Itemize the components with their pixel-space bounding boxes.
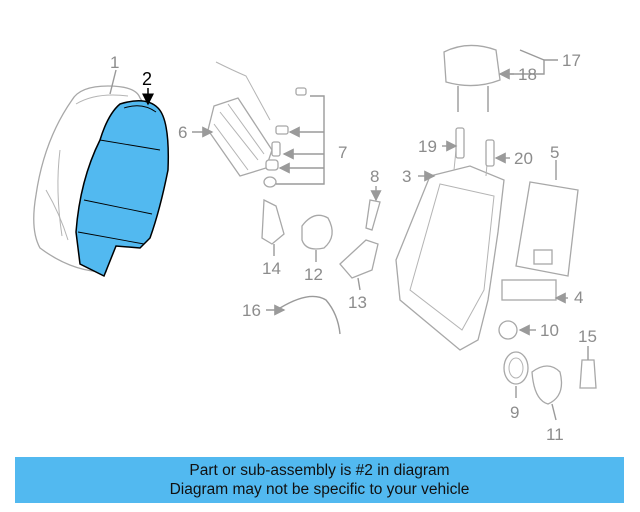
part-5-panel bbox=[515, 181, 579, 277]
part-4-strip bbox=[501, 279, 557, 301]
leader-lines bbox=[109, 49, 589, 421]
info-banner: Part or sub-assembly is #2 in diagram Di… bbox=[15, 457, 624, 503]
callout-1: 1 bbox=[110, 53, 119, 72]
callout-6: 6 bbox=[178, 123, 187, 142]
callout-4: 4 bbox=[574, 288, 583, 307]
part-12-cover bbox=[301, 214, 333, 250]
part-14-bracket bbox=[261, 198, 285, 245]
callout-15: 15 bbox=[578, 327, 597, 346]
part-20-guide bbox=[485, 139, 495, 167]
banner-line-2: Diagram may not be specific to your vehi… bbox=[169, 481, 470, 498]
callout-14: 14 bbox=[262, 259, 281, 278]
callout-2: 2 bbox=[142, 69, 152, 89]
banner-line-1: Part or sub-assembly is #2 in diagram bbox=[189, 462, 450, 479]
part-5-label bbox=[533, 249, 553, 265]
part-17-headrest bbox=[443, 44, 501, 112]
callout-8: 8 bbox=[370, 167, 379, 186]
part-9-knob bbox=[503, 351, 529, 385]
part-16-cable bbox=[279, 295, 341, 335]
callout-3: 3 bbox=[402, 167, 411, 186]
callout-7: 7 bbox=[338, 143, 347, 162]
callout-20: 20 bbox=[514, 149, 533, 168]
callout-17: 17 bbox=[562, 51, 581, 70]
part-10-gear bbox=[498, 320, 518, 340]
part-6-pad bbox=[207, 61, 273, 177]
callout-5: 5 bbox=[550, 143, 559, 162]
part-11-cover bbox=[531, 365, 563, 405]
callout-13: 13 bbox=[348, 293, 367, 312]
part-8-clip bbox=[365, 199, 381, 231]
part-7-fasteners bbox=[263, 87, 307, 188]
callout-9: 9 bbox=[510, 403, 519, 422]
part-13-lever bbox=[339, 239, 379, 279]
callout-16: 16 bbox=[242, 301, 261, 320]
part-3-frame bbox=[395, 149, 505, 351]
part-15-cap bbox=[579, 359, 597, 389]
callout-12: 12 bbox=[304, 265, 323, 284]
part-19-guide bbox=[455, 127, 465, 159]
callout-10: 10 bbox=[540, 321, 559, 340]
parts-diagram: 1 2 3 4 5 6 7 8 9 10 11 12 13 14 15 16 1… bbox=[33, 44, 597, 444]
callout-11: 11 bbox=[546, 425, 564, 444]
part-2-seatback-cover bbox=[75, 100, 170, 278]
callout-19: 19 bbox=[418, 137, 437, 156]
callout-18: 18 bbox=[518, 65, 537, 84]
